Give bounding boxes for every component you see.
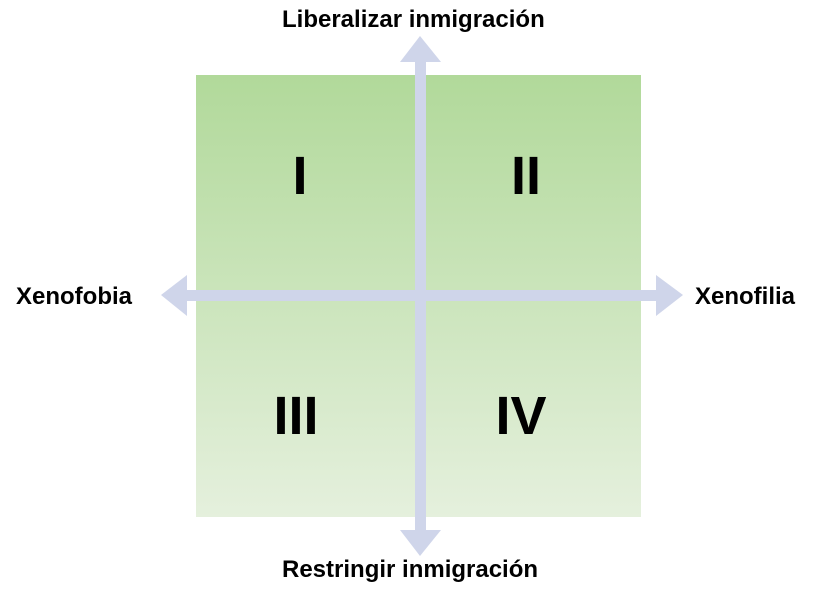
quadrant-label-iii: III xyxy=(273,386,319,446)
axis-label-bottom: Restringir inmigración xyxy=(282,556,539,583)
axis-label-left: Xenofobia xyxy=(16,283,133,310)
quadrant-label-ii: II xyxy=(510,146,542,206)
vertical-axis-shaft xyxy=(415,60,426,532)
top-arrowhead xyxy=(400,36,441,62)
right-arrowhead xyxy=(656,275,683,316)
bottom-arrowhead xyxy=(400,530,441,556)
axis-label-top: Liberalizar inmigración xyxy=(282,6,545,33)
left-arrowhead xyxy=(161,275,187,316)
quadrant-label-iv: IV xyxy=(495,386,547,446)
axis-label-right: Xenofilia xyxy=(695,283,796,310)
quadrant-label-i: I xyxy=(292,146,308,206)
